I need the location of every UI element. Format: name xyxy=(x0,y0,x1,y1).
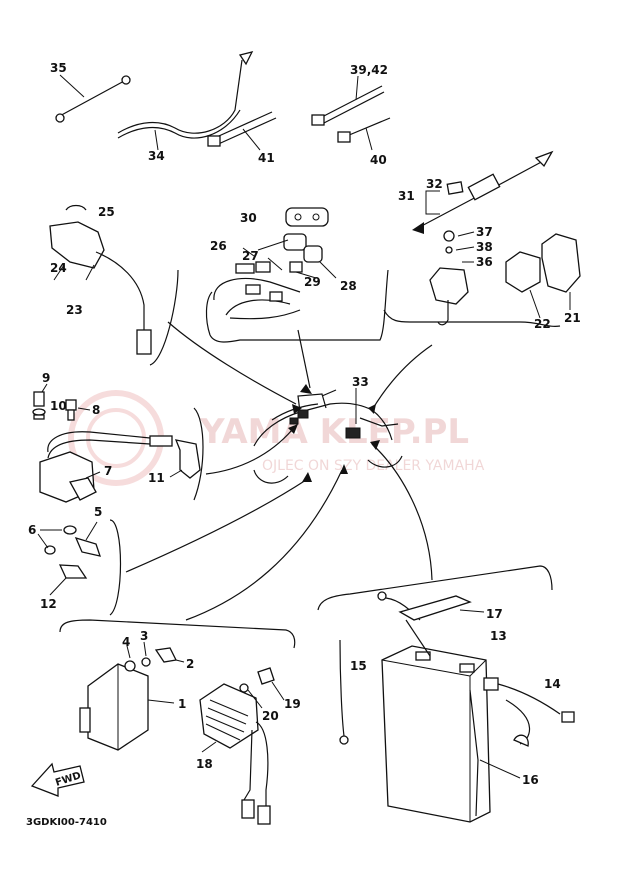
callout-22: 22 xyxy=(534,317,551,331)
callout-12: 12 xyxy=(40,597,57,611)
callout-3: 3 xyxy=(140,629,148,643)
callout-41: 41 xyxy=(258,151,275,165)
callout-5: 5 xyxy=(94,505,102,519)
callout-31: 31 xyxy=(398,189,415,203)
lower-brackets xyxy=(59,565,553,649)
callout-2: 2 xyxy=(186,657,194,671)
switch-group xyxy=(37,519,122,616)
callout-40: 40 xyxy=(370,153,387,167)
callout-7: 7 xyxy=(104,464,112,478)
callout-10: 10 xyxy=(50,399,67,413)
leader-lines xyxy=(125,321,433,621)
callout-37: 37 xyxy=(476,225,493,239)
watermark-title: YAMA KLEP.PL xyxy=(199,412,469,452)
relay-group xyxy=(383,230,581,328)
callout-19: 19 xyxy=(284,697,301,711)
callout-1: 1 xyxy=(178,697,186,711)
bike-silhouette xyxy=(253,389,403,484)
callout-21: 21 xyxy=(564,311,581,325)
drawing-code: 3GDKI00-7410 xyxy=(26,817,107,828)
callout-29: 29 xyxy=(304,275,321,289)
callout-24: 24 xyxy=(50,261,67,275)
callout-30: 30 xyxy=(240,211,257,225)
callout-11: 11 xyxy=(148,471,165,485)
cdi-unit-group xyxy=(79,641,185,751)
wire-harness-group xyxy=(205,207,389,343)
battery-group xyxy=(339,591,575,823)
callout-4: 4 xyxy=(122,635,130,649)
top-cables xyxy=(55,51,391,151)
callout-8: 8 xyxy=(92,403,100,417)
callout-34: 34 xyxy=(148,149,165,163)
callout-23: 23 xyxy=(66,303,83,317)
fwd-arrow: FWD xyxy=(30,762,85,797)
callout-labels: 35 34 41 39,42 40 32 31 25 24 23 30 26 2… xyxy=(26,61,581,828)
callout-6: 6 xyxy=(28,523,36,537)
callout-15: 15 xyxy=(350,659,367,673)
callout-32: 32 xyxy=(426,177,443,191)
callout-9: 9 xyxy=(42,371,50,385)
watermark: YAMA KLEP.PL OJLEC ON SZY DEALER YAMAHA xyxy=(68,390,485,486)
sensor-cable xyxy=(412,150,554,234)
callout-39-42: 39,42 xyxy=(350,63,388,77)
callout-18: 18 xyxy=(196,757,213,771)
callout-35: 35 xyxy=(50,61,67,75)
rectifier-group xyxy=(199,667,285,825)
spark-plug-cap-group xyxy=(49,204,179,366)
callout-33: 33 xyxy=(352,375,369,389)
callout-17: 17 xyxy=(486,607,503,621)
callout-38: 38 xyxy=(476,240,493,254)
callout-26: 26 xyxy=(210,239,227,253)
watermark-subtitle: OJLEC ON SZY DEALER YAMAHA xyxy=(262,458,485,474)
callout-13: 13 xyxy=(490,629,507,643)
callout-14: 14 xyxy=(544,677,561,691)
callout-27: 27 xyxy=(242,249,259,263)
callout-16: 16 xyxy=(522,773,539,787)
callout-25: 25 xyxy=(98,205,115,219)
ignition-coil-group xyxy=(32,383,204,503)
callout-28: 28 xyxy=(340,279,357,293)
callout-36: 36 xyxy=(476,255,493,269)
callout-20: 20 xyxy=(262,709,279,723)
